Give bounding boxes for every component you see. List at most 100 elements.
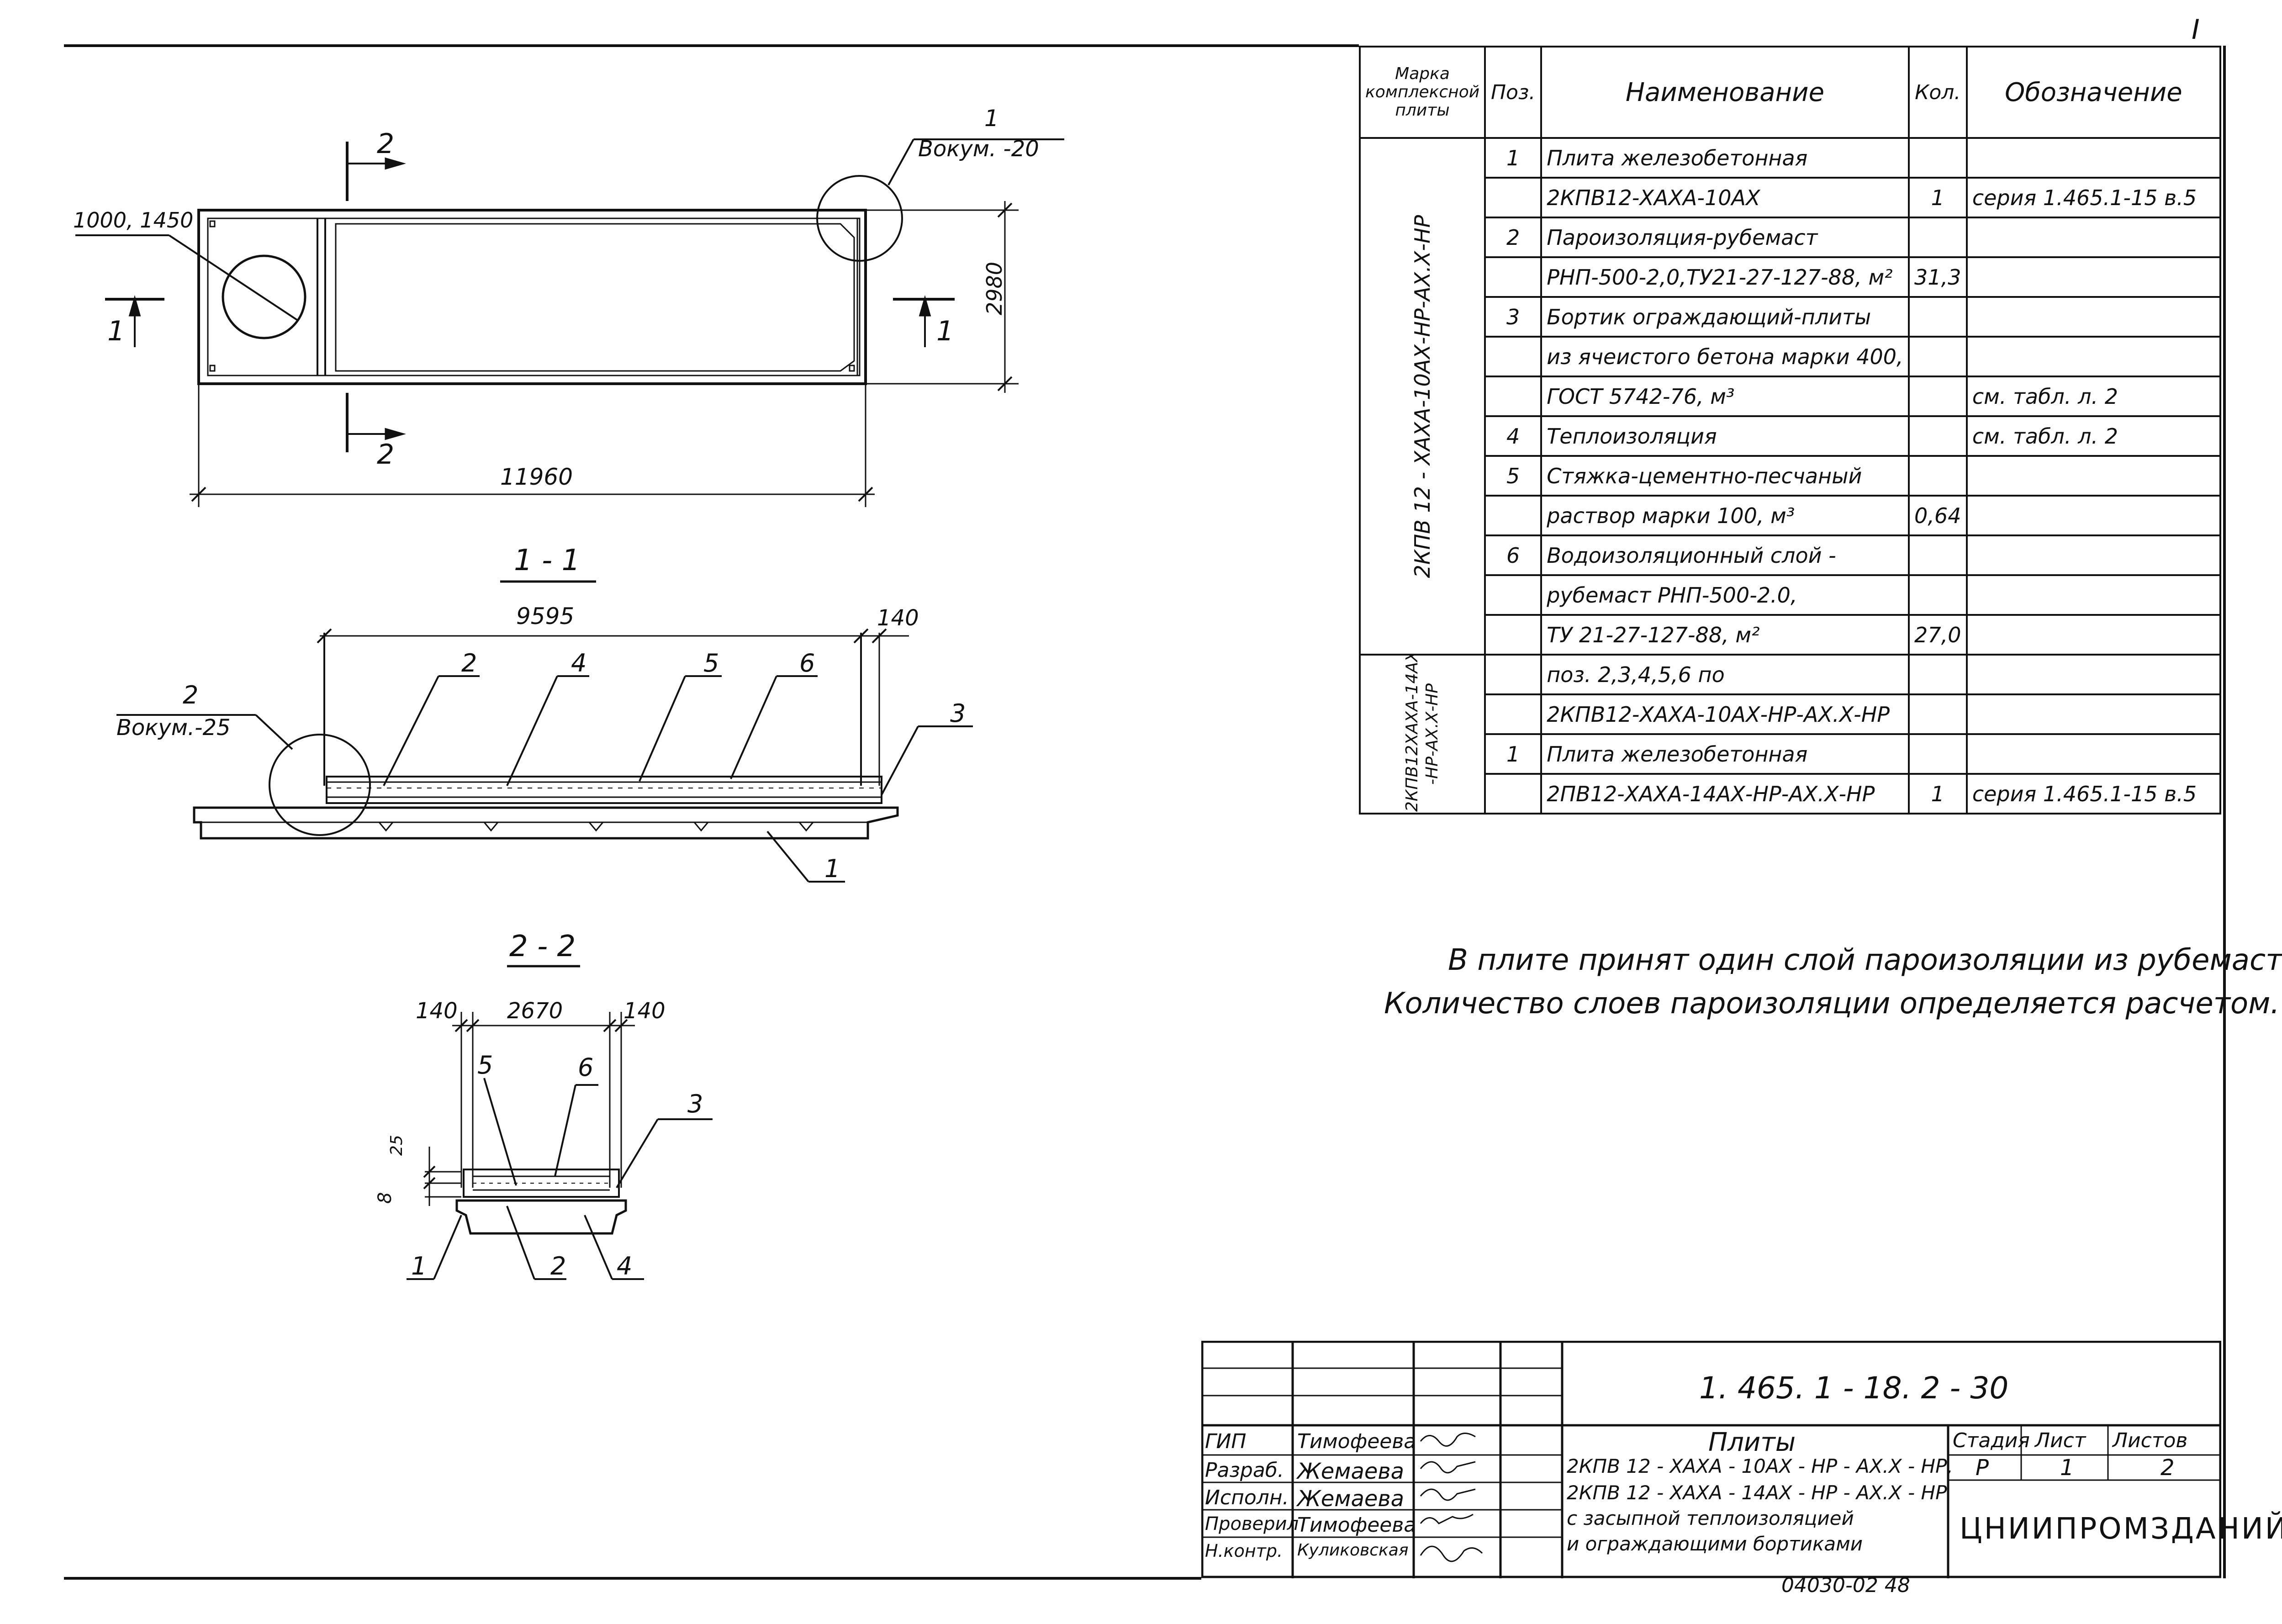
stage-value: Р (1976, 1455, 1989, 1481)
spec-pos-cell (1484, 177, 1542, 218)
sheet-label: Лист (2035, 1429, 2086, 1452)
spec-pos-cell (1484, 336, 1542, 377)
spec-row: 2КПВ12-ХАХА-10АХ-НР-АХ.Х-НР (1360, 693, 2222, 735)
spec-qty-cell: 0,64 (1907, 495, 1968, 536)
spec-group-1-mark: 2КПВ 12 - ХАХА-10АХ-НР-АХ.Х-НР (1410, 215, 1435, 578)
spec-pos-cell (1484, 376, 1542, 417)
section-2-pos-6: 6 (578, 1053, 594, 1082)
section-1-dim-side: 140 (877, 605, 919, 631)
section-1-pos-6: 6 (799, 649, 815, 677)
spec-name-cell: Водоизоляционный слой - (1540, 534, 1910, 576)
spec-header-row: Марка комплексной плиты Поз. Наименовани… (1358, 46, 2222, 139)
spec-group-2-mark-cell: 2КПВ12ХАХА-14АХ -НР-АХ.Х-НР (1358, 654, 1486, 815)
spec-qty-cell (1907, 296, 1968, 338)
spec-group-2-mark: 2КПВ12ХАХА-14АХ -НР-АХ.Х-НР (1403, 655, 1442, 812)
spec-designation-cell (1965, 733, 2222, 775)
spec-designation-cell: см. табл. л. 2 (1965, 376, 2222, 417)
plan-callout-ref: Вокум. -20 (918, 136, 1039, 162)
spec-name-cell: раствор марки 100, м³ (1540, 495, 1910, 536)
title-line-2: 2КПВ 12 - ХАХА - 10АХ - НР - АХ.Х - НР, (1567, 1455, 1953, 1477)
section-2-dim-small-2: 8 (375, 1192, 396, 1204)
section-2-dim-right: 140 (623, 998, 666, 1024)
section-2-pos-2: 2 (550, 1252, 566, 1280)
section-1-callout-ref: Вокум.-25 (116, 715, 231, 741)
plan-dim-width: 2980 (982, 261, 1007, 315)
spec-name-cell: 2КПВ12-ХАХА-10АХ-НР-АХ.Х-НР (1540, 693, 1910, 735)
spec-designation-cell (1965, 693, 2222, 735)
section-1-title: 1 - 1 (514, 544, 581, 577)
section-1-callout-circle (269, 734, 371, 836)
spec-qty-cell (1907, 415, 1968, 457)
plan-outline (197, 209, 867, 385)
section-2-pos-5: 5 (477, 1051, 493, 1079)
plan-dim-length: 11960 (500, 464, 573, 490)
specification-table: Марка комплексной плиты Поз. Наименовани… (1358, 46, 2222, 815)
section-2-dim-small-1: 25 (387, 1135, 406, 1156)
spec-name-cell: РНП-500-2,0,ТУ21-27-127-88, м² (1540, 256, 1910, 298)
spec-name-cell: Теплоизоляция (1540, 415, 1910, 457)
corner-mark: I (2192, 14, 2200, 46)
spec-qty-cell (1907, 654, 1968, 695)
section-1-layers (326, 776, 882, 804)
spec-pos-cell: 3 (1484, 296, 1542, 338)
spec-pos-cell: 1 (1484, 137, 1542, 179)
title-line-5: и ограждающими бортиками (1567, 1533, 1863, 1555)
plan-hole-label: 1000, 1450 (73, 208, 194, 233)
section-1-pos-4: 4 (571, 649, 587, 677)
section-1-dim-inner: 9595 (516, 603, 575, 629)
spec-pos-cell (1484, 574, 1542, 616)
spec-pos-cell (1484, 693, 1542, 735)
plan-section-2-bottom: 2 (377, 439, 395, 471)
section-1-slab (193, 806, 899, 840)
spec-qty-cell (1907, 217, 1968, 258)
title-line-1: Плиты (1708, 1428, 1796, 1457)
spec-name-cell: Плита железобетонная (1540, 137, 1910, 179)
spec-qty-cell (1907, 455, 1968, 497)
spec-pos-cell: 1 (1484, 733, 1542, 775)
section-2-title: 2 - 2 (509, 930, 576, 963)
spec-pos-cell: 6 (1484, 534, 1542, 576)
title-block-grid (1201, 1341, 2221, 1578)
spec-designation-cell (1965, 336, 2222, 377)
plan-callout-circle (816, 175, 903, 262)
name-executor: Жемаева (1297, 1486, 1405, 1512)
spec-name-cell: ТУ 21-27-127-88, м² (1540, 614, 1910, 656)
spec-qty-cell (1907, 137, 1968, 179)
section-1-pos-1: 1 (824, 854, 840, 883)
spec-name-cell: Плита железобетонная (1540, 733, 1910, 775)
spec-designation-cell (1965, 495, 2222, 536)
bottom-code: 04030-02 48 (1781, 1574, 1910, 1597)
role-checker: Проверил (1205, 1513, 1299, 1534)
spec-pos-cell (1484, 256, 1542, 298)
title-line-4: с засыпной теплоизоляцией (1567, 1507, 1854, 1529)
plan-section-1-right: 1 (936, 315, 954, 347)
spec-designation-cell: серия 1.465.1-15 в.5 (1965, 177, 2222, 218)
spec-qty-cell (1907, 693, 1968, 735)
spec-qty-cell: 1 (1907, 177, 1968, 218)
spec-qty-cell (1907, 376, 1968, 417)
spec-header-qty: Кол. (1907, 46, 1968, 139)
spec-designation-cell (1965, 455, 2222, 497)
section-2-dim-left: 140 (416, 998, 458, 1024)
spec-row: из ячеистого бетона марки 400, (1360, 336, 2222, 377)
spec-name-cell: из ячеистого бетона марки 400, (1540, 336, 1910, 377)
doc-number: 1. 465. 1 - 18. 2 - 30 (1699, 1370, 2009, 1406)
role-executor: Исполн. (1205, 1486, 1289, 1509)
spec-pos-cell (1484, 773, 1542, 815)
plan-section-1-left: 1 (107, 315, 125, 347)
spec-qty-cell (1907, 336, 1968, 377)
sheet-value: 1 (2060, 1455, 2074, 1481)
note-line-2: Количество слоев пароизоляции определяет… (1384, 987, 2280, 1021)
plan-hole-circle (222, 254, 306, 339)
spec-designation-cell (1965, 574, 2222, 616)
spec-designation-cell (1965, 654, 2222, 695)
